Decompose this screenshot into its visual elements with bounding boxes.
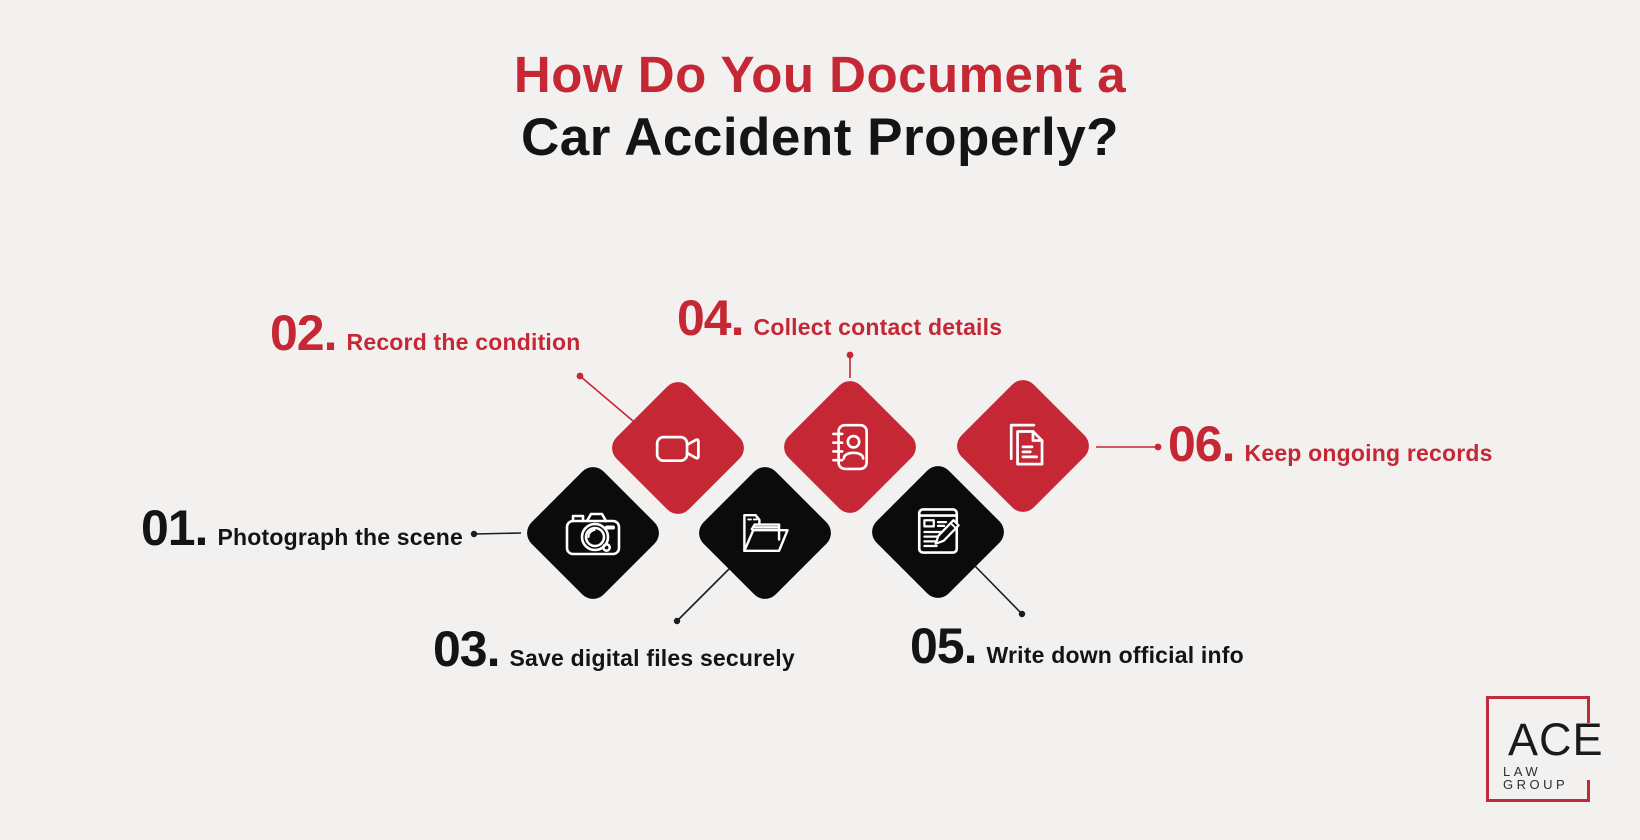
step-number: 05. (910, 618, 978, 674)
step-label-06: 06. Keep ongoing records (1168, 419, 1493, 469)
notepad-pencil-icon (908, 501, 968, 561)
step-text: Save digital files securely (509, 645, 795, 671)
step-text: Collect contact details (753, 314, 1003, 340)
documents-icon (994, 417, 1052, 475)
photo-camera-icon (561, 501, 625, 565)
folder-icon (735, 503, 795, 563)
logo-name: ACE (1508, 714, 1604, 765)
address-book-icon (822, 419, 878, 475)
step-text: Write down official info (986, 642, 1244, 668)
step-number: 01. (140, 500, 209, 556)
title-line-1: How Do You Document a (513, 46, 1127, 103)
step-number: 06. (1168, 416, 1236, 472)
title-line-2: Car Accident Properly? (520, 108, 1120, 167)
step-text: Photograph the scene (217, 524, 463, 550)
step-label-04: 04. Collect contact details (677, 293, 1002, 343)
step-text: Keep ongoing records (1244, 440, 1493, 466)
logo-subtitle: LAW GROUP (1503, 764, 1569, 792)
step-text: Record the condition (346, 329, 581, 355)
step-number: 03. (433, 621, 501, 677)
step-label-02: 02. Record the condition (270, 308, 581, 358)
step-number: 04. (677, 290, 745, 346)
video-camera-icon (649, 419, 707, 477)
step-label-05: 05. Write down official info (910, 621, 1244, 671)
ace-law-group-logo: ACE LAW GROUP (1486, 696, 1606, 802)
logo-frame (1486, 696, 1590, 802)
step-label-03: 03. Save digital files securely (433, 624, 795, 674)
step-number: 02. (270, 305, 338, 361)
step-label-01: 01. Photograph the scene (141, 503, 463, 553)
page-title: How Do You Document a Car Accident Prope… (10, 44, 1630, 170)
